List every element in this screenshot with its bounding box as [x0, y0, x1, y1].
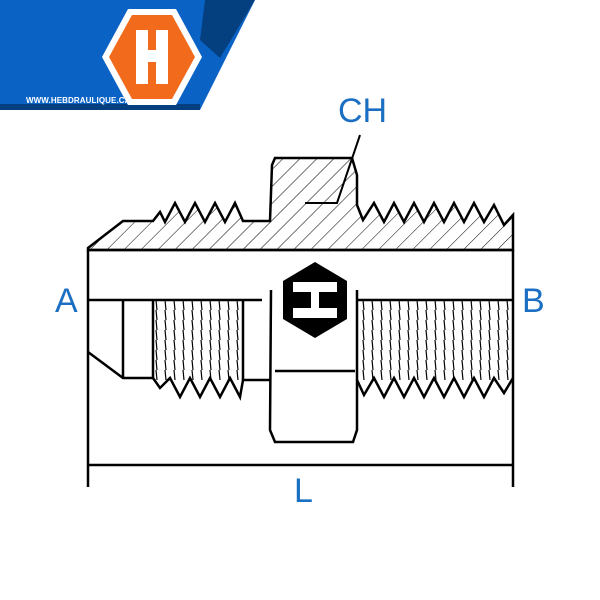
brand-logo: [102, 9, 202, 105]
hex-size-label: CH: [338, 92, 388, 130]
port-a-label: A: [55, 282, 78, 320]
fitting-bore-section: [87, 289, 515, 467]
fitting-body-section: [86, 156, 515, 487]
port-b-label: B: [522, 282, 545, 320]
hex-leader-line: [305, 134, 361, 204]
length-label: L: [294, 472, 313, 510]
center-hex-logo: [283, 262, 347, 338]
brand-url[interactable]: WWW.HEBDRAULIQUE.CA: [26, 96, 131, 105]
